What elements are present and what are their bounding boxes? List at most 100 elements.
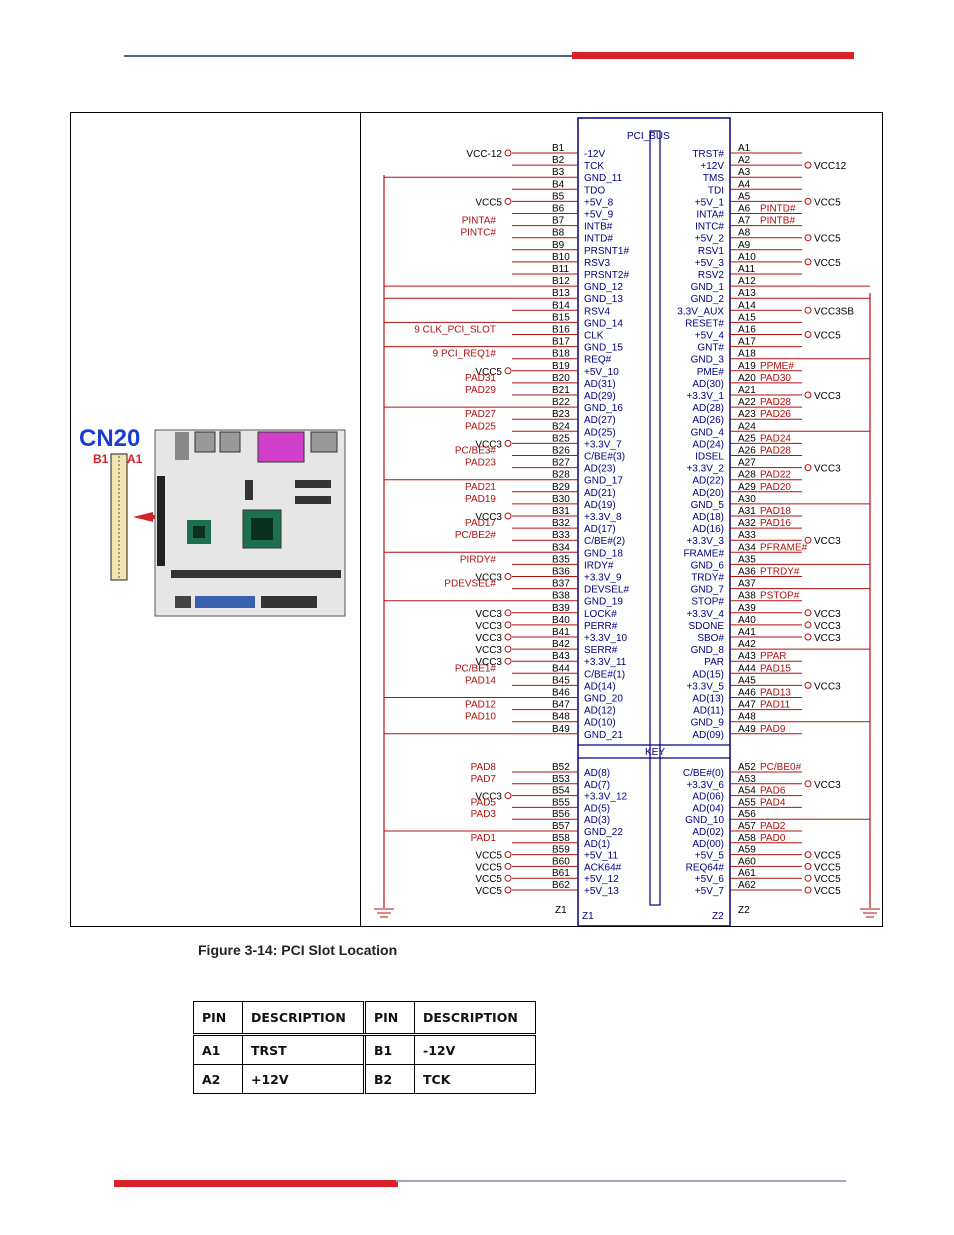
b-pin-number: B9: [552, 240, 565, 251]
b-pin-number: B25: [552, 433, 570, 444]
a-pin-signal: AD(24): [692, 439, 724, 450]
a-pin-number: A13: [738, 288, 756, 299]
b-pin-number: B38: [552, 591, 570, 602]
a-pin-signal: +3.3V_5: [686, 681, 724, 692]
a-pin-number: A8: [738, 228, 751, 239]
a-pin-number: A28: [738, 470, 756, 481]
a-pin-net: PAD15: [760, 663, 791, 674]
header-rule-gray: [124, 55, 574, 57]
b-pin-net: VCC3: [475, 792, 502, 803]
b-pin-net: PC/BE3#: [455, 446, 497, 457]
b-pin-number: B54: [552, 786, 570, 797]
b-pin-signal: PERR#: [584, 621, 618, 632]
a-pin-signal: PAR: [704, 657, 724, 668]
b-pin-signal: AD(14): [584, 681, 616, 692]
a-pin-net: PSTOP#: [760, 591, 800, 602]
a-pin-signal: PME#: [697, 367, 725, 378]
b-pin-signal: AD(19): [584, 500, 616, 511]
a-pin-number: A47: [738, 700, 756, 711]
a-pin-net: VCC3: [814, 681, 841, 692]
power-port-icon: [504, 621, 512, 629]
b-pin-number: B15: [552, 312, 570, 323]
b-pin-net: PAD3: [471, 809, 497, 820]
a-pin-signal: +5V_1: [695, 197, 725, 208]
power-port-icon: [804, 464, 812, 472]
b-pin-number: B12: [552, 276, 570, 287]
b-pin-net: PAD25: [465, 421, 496, 432]
board-illustration: CN20 B1 A1: [79, 425, 346, 617]
b-pin-signal: IRDY#: [584, 560, 614, 571]
b-pin-number: B45: [552, 675, 570, 686]
b-pin-net: VCC5: [475, 874, 502, 885]
a-pin-number: A49: [738, 724, 756, 735]
a-pin-signal: +3.3V_4: [686, 609, 724, 620]
power-port-icon: [804, 331, 812, 338]
b-pin-signal: +5V_12: [584, 874, 619, 885]
a-pin-net: PPME#: [760, 361, 794, 372]
a-pin-signal: GND_5: [691, 500, 725, 511]
b-pin-number: B18: [552, 349, 570, 360]
a-pin-number: A46: [738, 688, 756, 699]
a-pin-net: PAD16: [760, 518, 791, 529]
b-pin-signal: AD(1): [584, 839, 610, 850]
b-pin-signal: AD(8): [584, 768, 610, 779]
a-pin-number: A26: [738, 446, 756, 457]
a-pin-signal: INTC#: [695, 222, 724, 233]
b-pin-number: B22: [552, 397, 570, 408]
b-pin-signal: AD(27): [584, 415, 616, 426]
power-port-icon: [504, 197, 512, 205]
figure-divider: [360, 112, 361, 927]
b-pin-net: PDEVSEL#: [444, 579, 496, 590]
a-pin-signal: REQ64#: [686, 862, 725, 873]
a-pin-number: A43: [738, 651, 756, 662]
b-pin-net: VCC3: [475, 633, 502, 644]
a-pin-number: A15: [738, 312, 756, 323]
a-pin-number: A58: [738, 833, 756, 844]
b-pin-number: B1: [552, 143, 565, 154]
b-pin-signal: AD(10): [584, 718, 616, 729]
power-port-icon: [504, 657, 512, 665]
a-pin-signal: TRDY#: [691, 573, 724, 584]
b-pin-number: B36: [552, 567, 570, 578]
power-port-icon: [504, 886, 512, 894]
b-pin-signal: +5V_8: [584, 197, 614, 208]
a-pin-number: A52: [738, 762, 756, 773]
a-pin-number: A57: [738, 821, 756, 832]
board-cn20-label: CN20: [79, 425, 140, 452]
a-pin-net: VCC5: [814, 197, 841, 208]
a-pin-number: A62: [738, 880, 756, 891]
b-pin-signal: GND_12: [584, 282, 623, 293]
a-pin-signal: GND_8: [691, 645, 725, 656]
b-pin-signal: TDO: [584, 185, 605, 196]
b-pin-number: B28: [552, 470, 570, 481]
b-pin-net: PAD19: [465, 494, 496, 505]
b-pin-number: B10: [552, 252, 570, 263]
power-port-icon: [804, 862, 812, 870]
power-port-icon: [504, 633, 512, 641]
power-port-icon: [504, 149, 512, 157]
power-port-icon: [504, 645, 512, 653]
a-pin-number: A38: [738, 591, 756, 602]
power-port-icon: [804, 886, 812, 894]
b-pin-number: B49: [552, 724, 570, 735]
b-pin-signal: +5V_13: [584, 886, 619, 897]
a-pin-signal: AD(06): [692, 792, 724, 803]
a-pin-signal: TRST#: [692, 149, 724, 160]
b-pin-number: B47: [552, 700, 570, 711]
b-pin-signal: INTD#: [584, 234, 613, 245]
power-port-icon: [804, 161, 812, 169]
b-pin-number: B23: [552, 409, 570, 420]
a-pin-signal: AD(26): [692, 415, 724, 426]
b-pin-number: B52: [552, 762, 570, 773]
power-port-icon: [804, 391, 812, 399]
z2-label: Z2: [738, 905, 750, 916]
b-pin-net: VCC3: [475, 657, 502, 668]
a-pin-net: PAD18: [760, 506, 791, 517]
a-pin-signal: +5V_6: [695, 874, 725, 885]
table-cell: B1: [363, 1034, 415, 1065]
a-pin-signal: GND_4: [691, 427, 725, 438]
b-pin-number: B5: [552, 191, 565, 202]
a-pin-signal: INTA#: [696, 210, 724, 221]
table-cell: A2: [193, 1064, 243, 1094]
a-pin-number: A54: [738, 786, 756, 797]
